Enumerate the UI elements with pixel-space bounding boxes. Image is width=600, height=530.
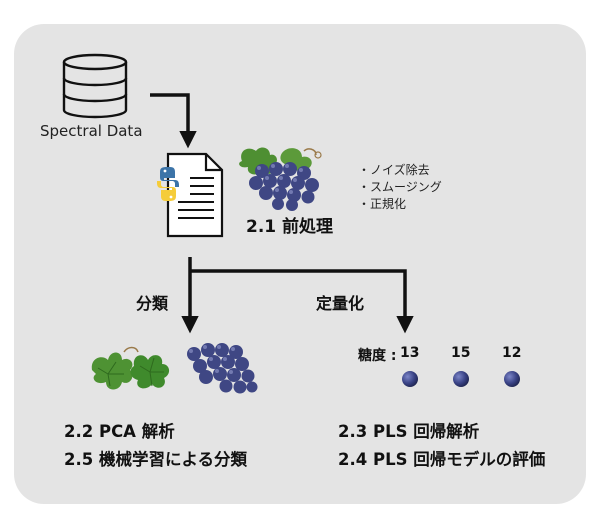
sugar-value: 13 [400, 345, 420, 361]
spectral-data-label: Spectral Data [40, 122, 143, 140]
grape-berry-icon [504, 371, 520, 387]
background-panel [14, 24, 586, 504]
preprocess-title: 2.1 前処理 [246, 217, 334, 237]
grapes-icon [187, 343, 258, 394]
preprocess-step: ・スムージング [358, 180, 442, 194]
classification-analyses: 2.2 PCA 解析 2.5 機械学習による分類 [64, 418, 247, 474]
sugar-value: 12 [502, 345, 522, 361]
database-icon [62, 53, 128, 119]
analysis-item: 2.3 PLS 回帰解析 [338, 422, 480, 441]
grapes-icon [239, 147, 322, 211]
analysis-item: 2.4 PLS 回帰モデルの評価 [338, 450, 546, 469]
preprocess-step: ・ノイズ除去 [358, 163, 430, 177]
classification-label: 分類 [136, 294, 169, 313]
quantification-analyses: 2.3 PLS 回帰解析 2.4 PLS 回帰モデルの評価 [338, 418, 545, 474]
grape-leaves-icon [91, 346, 170, 390]
grape-berry-icon [402, 371, 418, 387]
grape-berries [402, 371, 520, 387]
arrow-to-quantification [190, 269, 414, 334]
quantification-label: 定量化 [316, 294, 365, 313]
sugar-content-label: 糖度 : [358, 348, 397, 364]
python-logo-icon [157, 167, 179, 201]
sugar-value: 15 [451, 345, 471, 361]
analysis-item: 2.5 機械学習による分類 [64, 450, 247, 469]
python-script-icon [157, 152, 224, 238]
grape-berry-icon [453, 371, 469, 387]
arrow-data-to-preprocess [150, 93, 197, 149]
analysis-item: 2.2 PCA 解析 [64, 422, 175, 441]
preprocess-steps-list: ・ノイズ除去 ・スムージング ・正規化 [358, 162, 442, 213]
preprocess-step: ・正規化 [358, 197, 407, 211]
